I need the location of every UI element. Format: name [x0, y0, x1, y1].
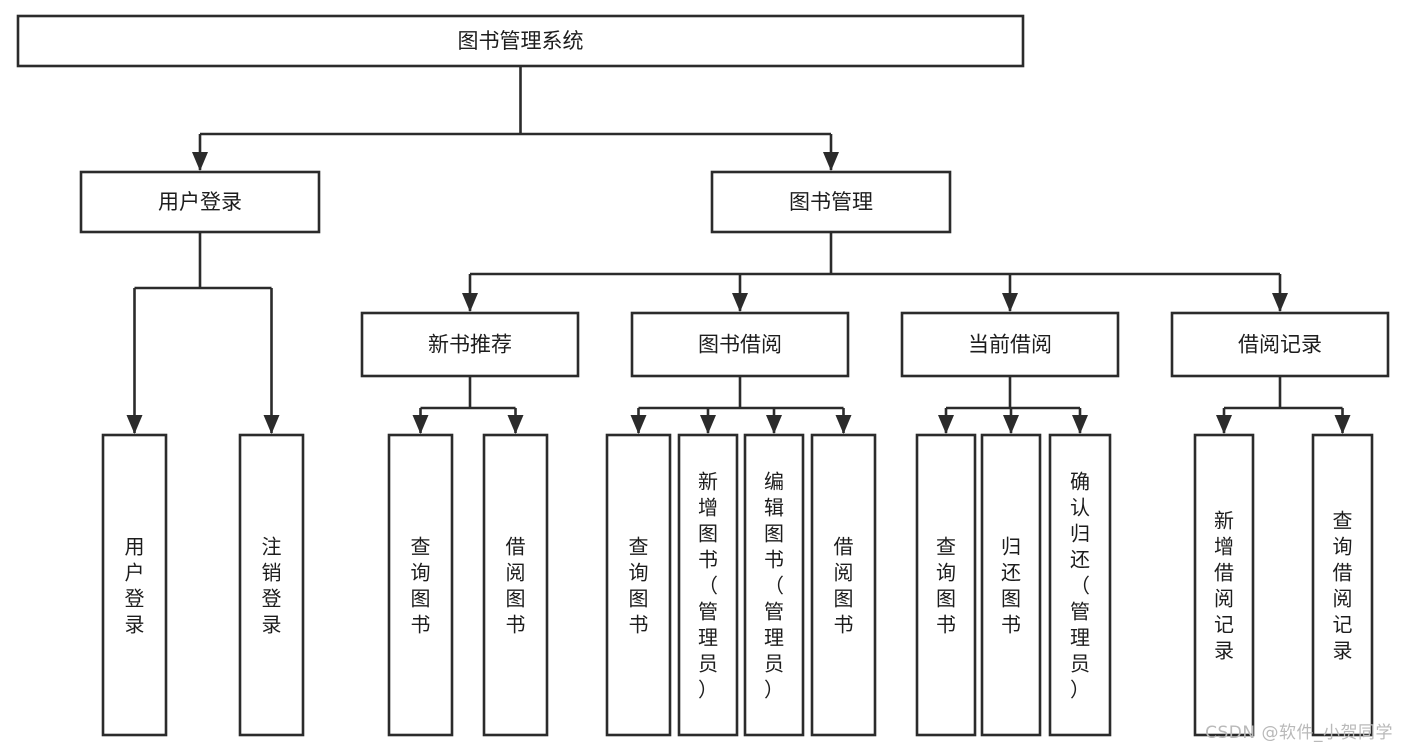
node-l3-current-borrow[interactable]: 当前借阅	[900, 311, 1120, 378]
node-label: 新增图书（管理员）	[698, 469, 718, 701]
node-rect	[677, 433, 739, 737]
node-rect	[1193, 433, 1255, 737]
node-rect	[1048, 433, 1112, 737]
arrow-head-icon	[412, 415, 429, 434]
node-label: 查询图书	[411, 534, 431, 636]
node-label: 用户登录	[158, 190, 242, 214]
node-leaf-add-book-admin[interactable]: 新增图书（管理员）	[677, 433, 739, 737]
node-label: 编辑图书（管理员）	[764, 469, 784, 701]
node-l3-book-borrow[interactable]: 图书借阅	[630, 311, 850, 378]
node-label: 当前借阅	[968, 333, 1052, 357]
arrow-head-icon	[823, 152, 839, 171]
node-rect	[630, 311, 850, 378]
node-l3-borrow-records[interactable]: 借阅记录	[1170, 311, 1390, 378]
arrow-head-icon	[938, 415, 954, 434]
node-label: 确认归还（管理员）	[1070, 469, 1090, 701]
node-label: 查询图书	[629, 534, 649, 636]
node-leaf-query-books-1[interactable]: 查询图书	[387, 433, 454, 737]
arrow-head-icon	[630, 415, 647, 434]
node-rect	[16, 14, 1025, 68]
node-label: 注销登录	[262, 534, 282, 636]
arrow-head-icon	[192, 152, 208, 171]
node-leaf-user-logout[interactable]: 注销登录	[238, 433, 305, 737]
node-rect	[1311, 433, 1374, 737]
node-label: 借阅记录	[1238, 333, 1322, 357]
node-rect	[900, 311, 1120, 378]
node-rect	[482, 433, 549, 737]
node-label: 新书推荐	[428, 333, 512, 357]
node-leaf-query-books-3[interactable]: 查询图书	[915, 433, 977, 737]
node-l3-new-book-recommend[interactable]: 新书推荐	[360, 311, 580, 378]
node-label: 借阅图书	[834, 534, 854, 636]
node-rect	[1170, 311, 1390, 378]
node-label: 图书管理系统	[458, 29, 584, 53]
node-rect	[710, 170, 952, 234]
connector-layer	[126, 66, 1351, 434]
node-leaf-query-borrow-record[interactable]: 查询借阅记录	[1311, 433, 1374, 737]
node-leaf-return-books[interactable]: 归还图书	[980, 433, 1042, 737]
node-rect	[360, 311, 580, 378]
arrow-head-icon	[126, 415, 143, 434]
node-label: 查询图书	[936, 534, 956, 636]
arrow-head-icon	[766, 415, 782, 434]
node-leaf-confirm-return-admin[interactable]: 确认归还（管理员）	[1048, 433, 1112, 737]
node-l2-图书管理[interactable]: 图书管理	[710, 170, 952, 234]
node-label: 图书管理	[789, 190, 873, 214]
arrow-head-icon	[462, 293, 478, 312]
node-rect	[915, 433, 977, 737]
node-label: 用户登录	[125, 534, 145, 636]
arrow-head-icon	[1002, 293, 1018, 312]
node-leaf-query-books-2[interactable]: 查询图书	[605, 433, 672, 737]
node-rect	[980, 433, 1042, 737]
arrow-head-icon	[263, 415, 280, 434]
node-root-图书管理系统[interactable]: 图书管理系统	[16, 14, 1025, 68]
node-layer: 图书管理系统用户登录图书管理用户登录注销登录新书推荐查询图书借阅图书图书借阅查询…	[16, 14, 1390, 737]
node-leaf-edit-book-admin[interactable]: 编辑图书（管理员）	[743, 433, 805, 737]
node-label: 图书借阅	[698, 333, 782, 357]
node-rect	[79, 170, 321, 234]
arrow-head-icon	[1003, 415, 1019, 434]
arrow-head-icon	[1072, 415, 1088, 434]
node-label: 查询借阅记录	[1333, 508, 1353, 662]
arrow-head-icon	[732, 293, 748, 312]
node-leaf-user-login-do[interactable]: 用户登录	[101, 433, 168, 737]
node-l2-用户登录[interactable]: 用户登录	[79, 170, 321, 234]
arrow-head-icon	[507, 415, 524, 434]
arrow-head-icon	[1216, 415, 1232, 434]
node-rect	[101, 433, 168, 737]
node-rect	[387, 433, 454, 737]
node-rect	[605, 433, 672, 737]
node-leaf-borrow-books-2[interactable]: 借阅图书	[810, 433, 877, 737]
node-leaf-add-borrow-record[interactable]: 新增借阅记录	[1193, 433, 1255, 737]
node-rect	[810, 433, 877, 737]
node-rect	[238, 433, 305, 737]
node-rect	[743, 433, 805, 737]
arrow-head-icon	[700, 415, 716, 434]
arrow-head-icon	[835, 415, 852, 434]
node-label: 归还图书	[1001, 534, 1021, 636]
node-label: 借阅图书	[506, 534, 526, 636]
arrow-head-icon	[1334, 415, 1351, 434]
node-leaf-borrow-books-1[interactable]: 借阅图书	[482, 433, 549, 737]
arrow-head-icon	[1272, 293, 1288, 312]
node-label: 新增借阅记录	[1214, 508, 1234, 662]
